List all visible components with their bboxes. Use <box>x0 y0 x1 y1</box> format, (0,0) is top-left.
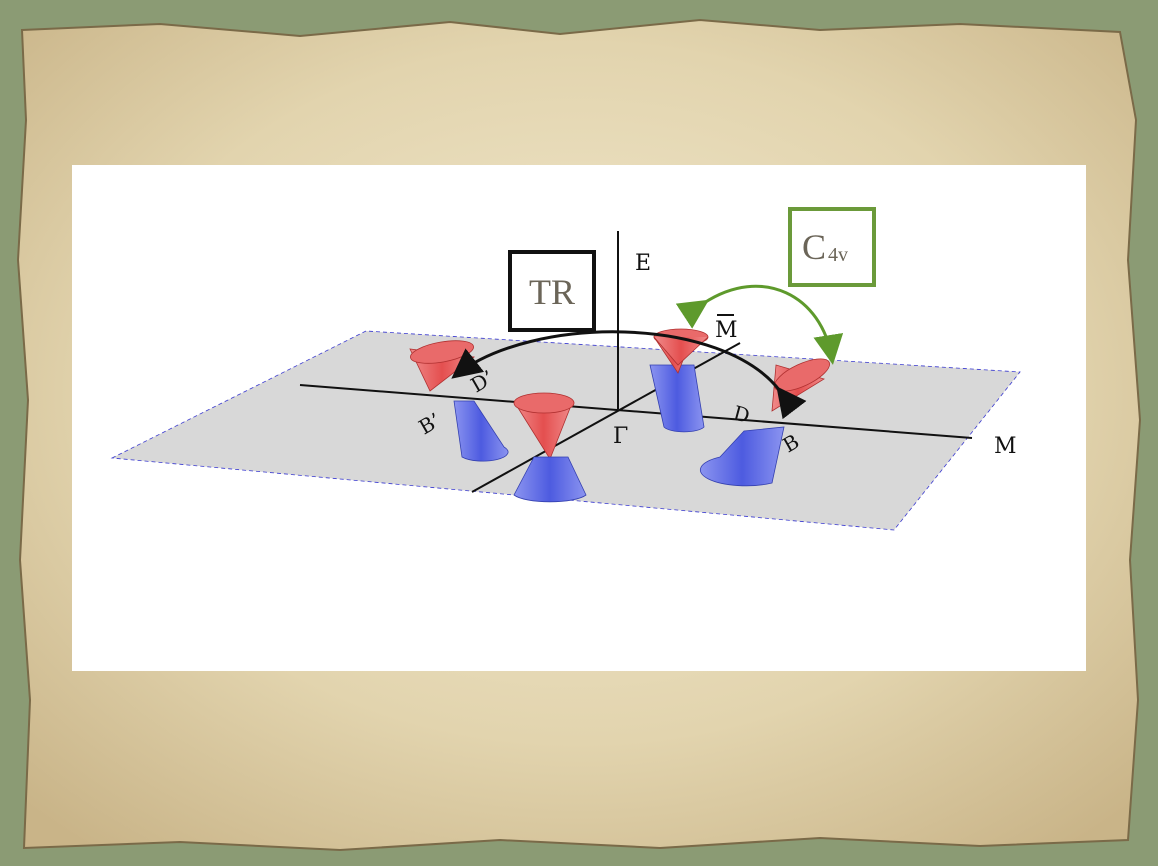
diagram-panel: E M M Γ D’ B’ D <box>72 165 1086 671</box>
c4v-box: C 4v <box>788 207 876 287</box>
c4v-symmetry-arrow <box>675 284 844 365</box>
gamma-label: Γ <box>613 424 628 449</box>
dirac-cone-diagram: E M M Γ D’ B’ D <box>110 207 1021 531</box>
m-bar-label: M <box>715 318 738 343</box>
tr-box: TR <box>508 250 596 332</box>
c4v-box-label: C <box>802 227 826 267</box>
tr-box-label: TR <box>529 272 575 312</box>
c4v-box-subscript: 4v <box>828 244 848 266</box>
m-label: M <box>994 434 1017 459</box>
energy-axis-label: E <box>635 251 651 276</box>
